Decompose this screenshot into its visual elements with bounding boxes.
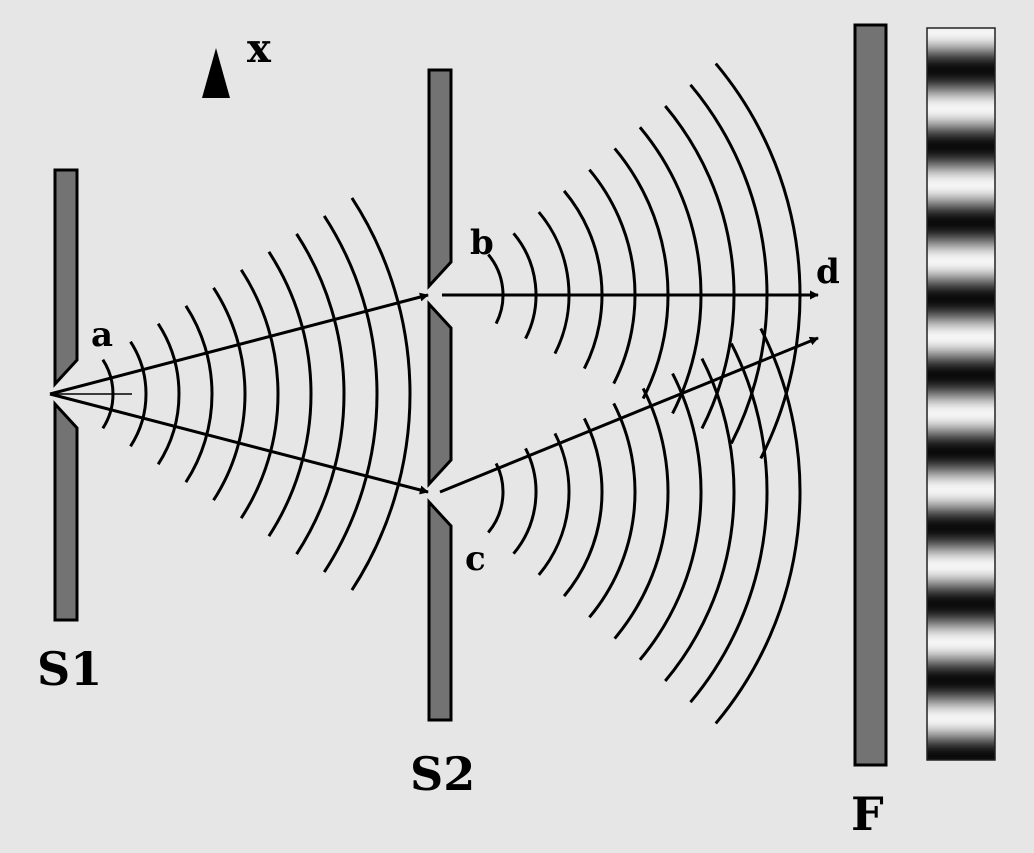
ray-a-to-c: [49, 392, 429, 495]
interference-fringes: [926, 27, 996, 761]
wavefront-from-a: [295, 233, 346, 555]
label-a: a: [91, 315, 113, 355]
wavefront-from-a: [267, 251, 313, 537]
wavefront-from-c: [537, 432, 571, 576]
screen-f: [853, 23, 888, 767]
ray-a-to-b: [49, 292, 429, 396]
label-c: c: [465, 539, 486, 579]
wavefront-from-a: [239, 269, 280, 519]
wavefront-from-a: [212, 286, 247, 502]
label-s1: S1: [37, 642, 102, 696]
wavefront-from-b: [487, 253, 505, 325]
label-b: b: [470, 223, 494, 263]
wavefront-from-c: [638, 372, 703, 661]
wavefront-from-b: [562, 189, 604, 370]
wavefront-from-c: [487, 462, 505, 534]
wavefront-from-b: [512, 232, 538, 340]
wavefront-from-b: [664, 105, 736, 430]
wavefronts: [101, 62, 802, 725]
wavefront-from-c: [562, 417, 604, 598]
wavefront-from-a: [184, 304, 214, 484]
ray-c-to-d: [439, 336, 819, 494]
wavefront-from-c: [664, 357, 736, 682]
wavefront-from-b: [689, 83, 769, 445]
wavefront-from-b: [613, 147, 670, 400]
wavefront-from-c: [588, 402, 637, 619]
label-x: x: [247, 25, 272, 72]
x-direction-arrow-icon: [202, 48, 230, 98]
label-f: F: [851, 787, 884, 841]
wavefront-from-b: [714, 62, 802, 460]
wavefront-from-c: [613, 387, 670, 640]
label-s2: S2: [410, 747, 475, 801]
wavefront-from-a: [322, 215, 379, 573]
barrier-s2: [427, 68, 453, 722]
barrier-s1: [53, 168, 79, 622]
wavefront-from-b: [638, 126, 703, 415]
wavefront-from-c: [512, 447, 538, 555]
wavefront-from-a: [129, 340, 148, 448]
label-d: d: [816, 252, 840, 292]
wavefront-from-c: [714, 327, 802, 725]
wavefront-from-b: [588, 168, 637, 385]
wavefront-from-b: [537, 211, 571, 355]
wavefront-from-c: [689, 342, 769, 704]
wavefront-from-a: [350, 197, 412, 591]
wavefront-from-a: [156, 322, 181, 466]
